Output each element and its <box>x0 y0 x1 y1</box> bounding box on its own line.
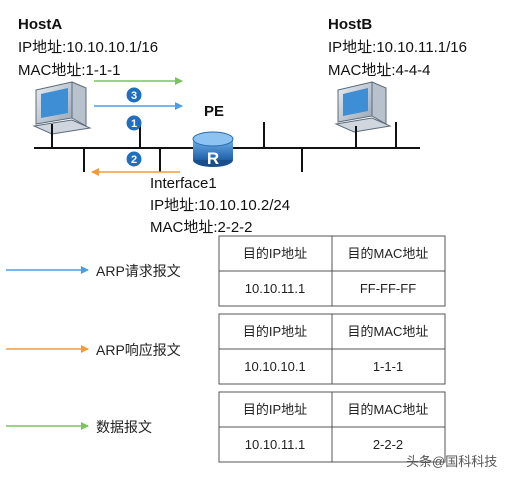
hostb-ip: IP地址:10.10.11.1/16 <box>328 39 467 56</box>
table-cell-ip: 10.10.11.1 <box>245 281 305 296</box>
hostb-name: HostB <box>328 16 372 33</box>
hostb-computer-icon <box>334 81 392 133</box>
watermark: 头条@国科科技 <box>406 454 497 469</box>
table-cell-mac: FF-FF-FF <box>360 281 416 296</box>
table-header-mac: 目的MAC地址 <box>348 324 429 339</box>
table-cell-ip: 10.10.10.1 <box>244 359 305 374</box>
legend-data-label: 数据报文 <box>96 419 152 435</box>
table-cell-ip: 10.10.11.1 <box>245 437 305 452</box>
router-glyph: R <box>207 149 219 168</box>
table-header-mac: 目的MAC地址 <box>348 402 429 417</box>
hosta-mac: MAC地址:1-1-1 <box>18 62 121 79</box>
legend-request: ARP请求报文 <box>6 263 181 279</box>
hostb-mac: MAC地址:4-4-4 <box>328 62 431 79</box>
hosta-name: HostA <box>18 16 62 33</box>
table-cell-mac: 2-2-2 <box>373 437 403 452</box>
table-header-ip: 目的IP地址 <box>243 402 307 417</box>
router-ip: IP地址:10.10.10.2/24 <box>150 197 290 214</box>
svg-text:3: 3 <box>131 90 137 102</box>
table-data: 目的IP地址 目的MAC地址 10.10.11.1 2-2-2 <box>218 391 446 463</box>
hosta-computer-icon <box>32 81 92 135</box>
legend-request-label: ARP请求报文 <box>96 263 181 279</box>
router-mac: MAC地址:2-2-2 <box>150 219 253 236</box>
legend-data: 数据报文 <box>6 419 152 435</box>
router-interface: Interface1 <box>150 175 217 192</box>
table-header-mac: 目的MAC地址 <box>348 246 429 261</box>
table-cell-mac: 1-1-1 <box>373 359 403 374</box>
table-arp-request: 目的IP地址 目的MAC地址 10.10.11.1 FF-FF-FF <box>218 235 446 307</box>
router-icon: R <box>192 131 234 168</box>
hosta-ip: IP地址:10.10.10.1/16 <box>18 39 158 56</box>
step-badge-3: 3 <box>126 87 142 103</box>
table-arp-reply: 目的IP地址 目的MAC地址 10.10.10.1 1-1-1 <box>218 313 446 385</box>
svg-text:2: 2 <box>131 154 137 166</box>
table-header-ip: 目的IP地址 <box>243 324 307 339</box>
svg-text:1: 1 <box>131 118 137 130</box>
step-badge-2: 2 <box>126 151 142 167</box>
legend-reply-label: ARP响应报文 <box>96 342 181 358</box>
router-name: PE <box>204 103 224 120</box>
table-header-ip: 目的IP地址 <box>243 246 307 261</box>
legend-reply: ARP响应报文 <box>6 342 181 358</box>
step-badge-1: 1 <box>126 115 142 131</box>
